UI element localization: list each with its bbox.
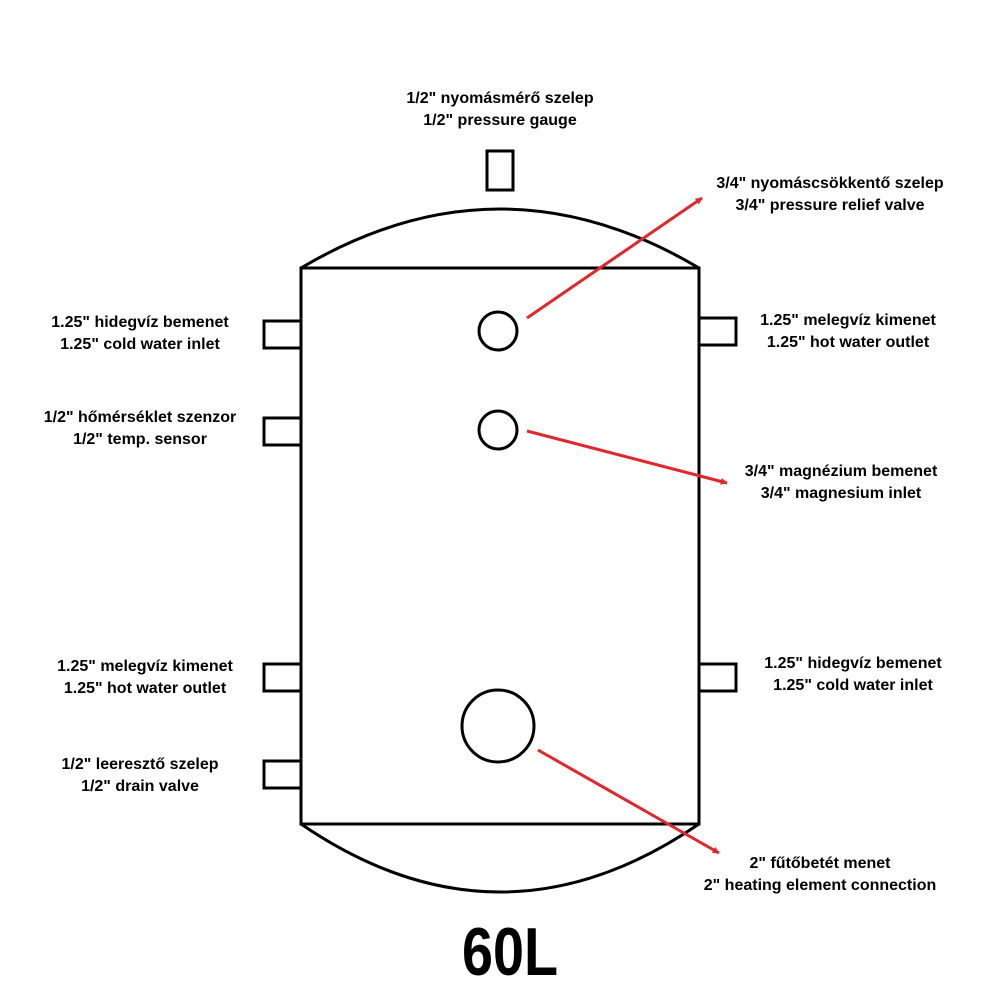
hot-outlet-left-label-en: 1.25" hot water outlet	[63, 680, 227, 697]
magnesium-arrow	[526, 429, 728, 485]
hot-outlet-right-port	[697, 316, 738, 347]
tank-top-dome	[300, 207, 700, 270]
heating-element-arrow	[537, 748, 720, 855]
cold-inlet-left-label: 1.25" hidegvíz bemenet 1.25" cold water …	[20, 312, 260, 356]
drain-label-hu: 1/2" leeresztő szelep	[61, 756, 219, 773]
pressure-gauge-label-hu: 1/2" nyomásmérő szelep	[406, 90, 594, 107]
cold-inlet-right-label-en: 1.25" cold water inlet	[773, 677, 933, 694]
temp-sensor-port	[262, 416, 303, 447]
hot-outlet-left-label: 1.25" melegvíz kimenet 1.25" hot water o…	[25, 656, 265, 700]
hot-outlet-right-label-hu: 1.25" melegvíz kimenet	[760, 312, 936, 329]
drain-port	[262, 759, 303, 790]
temp-sensor-label: 1/2" hőmérséklet szenzor 1/2" temp. sens…	[10, 407, 270, 451]
cold-inlet-right-label-hu: 1.25" hidegvíz bemenet	[764, 655, 942, 672]
pressure-gauge-label: 1/2" nyomásmérő szelep 1/2" pressure gau…	[350, 88, 650, 132]
pressure-gauge-port	[485, 149, 515, 192]
tank-bottom-dome	[300, 822, 700, 894]
hot-outlet-right-label-en: 1.25" hot water outlet	[766, 334, 930, 351]
hot-outlet-left-port	[262, 662, 303, 693]
magnesium-label-en: 3/4" magnesium inlet	[760, 485, 922, 502]
cold-inlet-left-port	[262, 319, 303, 350]
tank-body	[299, 266, 701, 826]
cold-inlet-right-label: 1.25" hidegvíz bemenet 1.25" cold water …	[733, 653, 973, 697]
pressure-relief-label-hu: 3/4" nyomáscsökkentő szelep	[716, 175, 944, 192]
heating-element-label: 2" fűtőbetét menet 2" heating element co…	[670, 853, 970, 897]
temp-sensor-label-en: 1/2" temp. sensor	[73, 431, 207, 448]
heating-element-label-hu: 2" fűtőbetét menet	[749, 855, 891, 872]
hot-outlet-left-label-hu: 1.25" melegvíz kimenet	[57, 658, 233, 675]
heating-element-label-en: 2" heating element connection	[703, 877, 937, 894]
pressure-relief-label-en: 3/4" pressure relief valve	[735, 197, 925, 214]
tank-capacity: 60L	[461, 914, 559, 990]
magnesium-port	[477, 409, 519, 451]
magnesium-label-hu: 3/4" magnézium bemenet	[744, 463, 938, 480]
pressure-relief-label: 3/4" nyomáscsökkentő szelep 3/4" pressur…	[680, 173, 980, 217]
pressure-relief-port	[477, 310, 519, 352]
cold-inlet-left-label-en: 1.25" cold water inlet	[60, 336, 220, 353]
temp-sensor-label-hu: 1/2" hőmérséklet szenzor	[43, 409, 237, 426]
cold-inlet-left-label-hu: 1.25" hidegvíz bemenet	[51, 314, 229, 331]
pressure-gauge-label-en: 1/2" pressure gauge	[423, 112, 577, 129]
magnesium-label: 3/4" magnézium bemenet 3/4" magnesium in…	[716, 461, 966, 505]
hot-outlet-right-label: 1.25" melegvíz kimenet 1.25" hot water o…	[728, 310, 968, 354]
heating-element-port	[460, 688, 536, 764]
cold-inlet-right-port	[697, 662, 738, 693]
drain-label: 1/2" leeresztő szelep 1/2" drain valve	[30, 754, 250, 798]
pressure-relief-arrow	[526, 196, 703, 320]
drain-label-en: 1/2" drain valve	[81, 778, 199, 795]
